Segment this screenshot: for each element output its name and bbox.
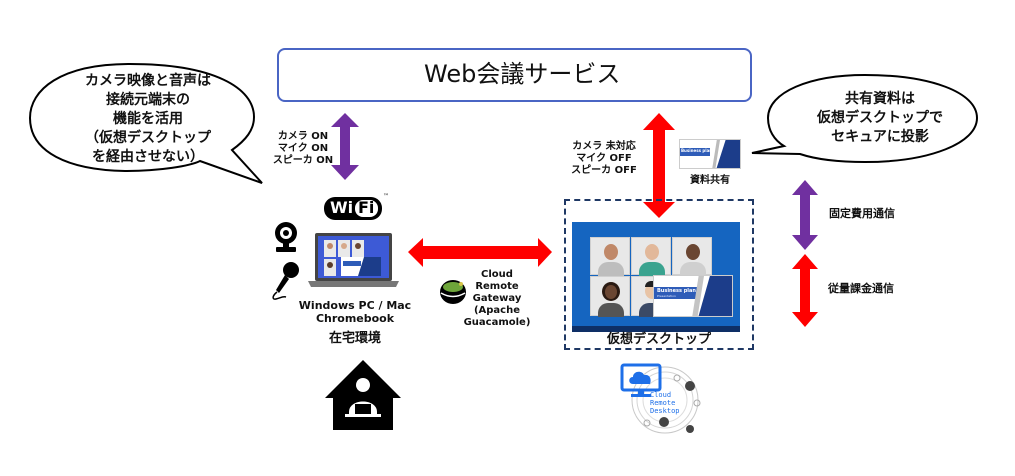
- microphone-icon: [272, 262, 299, 300]
- left-speech-bubble: [28, 62, 263, 184]
- slide-title: Business plan: [657, 288, 696, 294]
- home-office-icon: [325, 360, 401, 430]
- right-bubble-text: 共有資料は 仮想デスクトップで セキュアに投影: [790, 90, 970, 147]
- slide-subtitle: Presentation: [657, 294, 676, 298]
- left-bubble-line: カメラ映像と音声は: [85, 73, 211, 89]
- vd-service-arrow: [643, 113, 675, 218]
- crd-logo-line: Desktop: [650, 407, 680, 415]
- home-service-arrow: [331, 113, 359, 180]
- camera-status: カメラ ON: [277, 131, 329, 142]
- mic-status: マイク OFF: [576, 153, 632, 164]
- gateway-label-line: Cloud: [481, 269, 513, 280]
- left-bubble-line: （仮想デスクトップ: [85, 130, 211, 146]
- speaker-status: スピーカ OFF: [571, 165, 637, 176]
- cloud-remote-desktop-logo: [620, 363, 701, 434]
- virtual-desktop-screen: Business plan Presentation: [572, 222, 740, 332]
- gateway-label-line: Remote: [475, 281, 519, 292]
- left-bubble-text: カメラ映像と音声は 接続元端末の 機能を活用 （仮想デスクトップ を経由させない…: [54, 72, 242, 167]
- taskbar: [572, 326, 740, 332]
- legend-fixed-cost-arrow: [792, 180, 818, 250]
- gateway-label-line: Guacamole): [463, 317, 531, 328]
- shared-material-thumbnail: Business plan: [679, 139, 741, 169]
- web-conference-service-title: Web会議サービス: [424, 60, 621, 88]
- left-bubble-line: 接続元端末の: [106, 92, 190, 108]
- virtual-desktop-label: 仮想デスクトップ: [606, 332, 711, 347]
- right-speech-bubble: [751, 73, 979, 164]
- device-label-line: Windows PC / Mac: [298, 299, 412, 312]
- right-bubble-line: 仮想デスクトップで: [817, 110, 943, 126]
- webcam-icon: [275, 222, 297, 252]
- crd-logo-line: Cloud: [650, 391, 672, 399]
- gateway-label-line: (Apache: [473, 305, 521, 316]
- gateway-label-line: Gateway: [472, 293, 522, 304]
- crd-logo-line: Remote: [650, 399, 676, 407]
- wifi-trademark: ™: [383, 193, 389, 200]
- shared-material-label: 資料共有: [690, 175, 730, 186]
- virtual-desktop-boundary: [564, 199, 754, 350]
- vd-device-status: カメラ 未対応 マイク OFF スピーカ OFF: [568, 141, 640, 177]
- participant-tile: [631, 237, 671, 276]
- device-label-line: Chromebook: [315, 312, 395, 325]
- left-bubble-line: 機能を活用: [113, 111, 183, 127]
- participant-tile: [590, 276, 630, 317]
- wifi-logo: [324, 197, 382, 220]
- vd-shared-slide: Business plan Presentation: [653, 275, 733, 317]
- camera-status: カメラ 未対応: [572, 141, 636, 152]
- left-bubble-line: を経由させない）: [92, 149, 204, 165]
- wifi-text-fi: Fi: [358, 198, 375, 217]
- home-environment-label: 在宅環境: [328, 331, 381, 346]
- home-device-status: カメラ ON マイク ON スピーカ ON: [268, 131, 338, 167]
- right-bubble-line: セキュアに投影: [831, 129, 929, 145]
- participant-tile: [590, 237, 630, 276]
- right-bubble-line: 共有資料は: [845, 91, 915, 107]
- participant-tile: [672, 237, 712, 276]
- legend-fixed-cost-label: 固定費用通信: [829, 207, 895, 220]
- gateway-label: Cloud Remote Gateway (Apache Guacamole): [462, 269, 532, 329]
- slide-title: Business plan: [681, 148, 713, 153]
- home-device-label: Windows PC / Mac Chromebook: [290, 299, 420, 325]
- mic-status: マイク ON: [277, 143, 329, 154]
- laptop-icon: [308, 233, 399, 287]
- legend-metered-arrow: [792, 254, 818, 327]
- gateway-arrow: [408, 238, 552, 267]
- legend-metered-label: 従量課金通信: [828, 282, 894, 295]
- wifi-text-wi: Wi: [330, 198, 354, 217]
- guacamole-icon: [440, 280, 466, 304]
- web-conference-service-box: [277, 48, 752, 102]
- speaker-status: スピーカ ON: [272, 155, 334, 166]
- crd-logo-text: Cloud Remote Desktop: [650, 391, 680, 415]
